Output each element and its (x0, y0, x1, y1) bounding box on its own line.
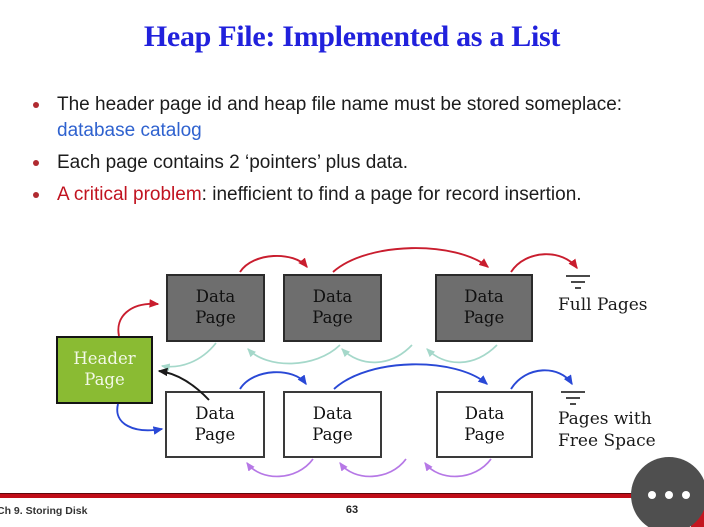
bullet-text-red: A critical problem (57, 184, 202, 205)
full-list-back-arrow-1-to-header (160, 342, 217, 372)
bullet-item-storage: The header page id and heap file name mu… (30, 92, 690, 144)
bullet-text: The header page id and heap file name mu… (57, 94, 623, 115)
data-page-label: Data Page (195, 287, 236, 327)
full-list-back-arrow-2-to-1 (247, 344, 341, 365)
slide-title: Heap File: Implemented as a List (143, 20, 561, 53)
full-data-page-box-2: Data Page (283, 274, 382, 342)
free-data-page-box-3: Data Page (436, 391, 533, 458)
bullet-text: : inefficient to find a page for record … (201, 184, 582, 205)
full-pages-label: Full Pages (558, 295, 648, 315)
full-list-arrow-2-to-3 (332, 247, 490, 273)
header-page-label: Header Page (73, 349, 136, 389)
data-page-label: Data Page (312, 287, 353, 327)
ground-symbol-free-icon (561, 391, 585, 405)
full-list-back-arrow-end-to-3 (426, 344, 498, 364)
free-pages-label: Pages with Free Space (558, 408, 656, 452)
bullet-list: The header page id and heap file name mu… (30, 92, 690, 214)
page-number: 63 (345, 504, 359, 516)
free-data-page-box-2: Data Page (283, 391, 382, 458)
more-options-button[interactable] (631, 457, 704, 527)
free-list-back-arrow-end-to-3 (424, 458, 492, 478)
free-list-arrow-3-to-ground (510, 369, 573, 390)
footer-divider (0, 493, 704, 498)
ground-symbol-full-icon (566, 275, 590, 289)
full-list-arrow-3-to-ground (510, 253, 578, 273)
free-pages-label-line2: Free Space (558, 431, 656, 451)
footer-chapter-label: Ch 9. Storing Disk (0, 505, 88, 517)
ellipsis-icon (665, 491, 673, 499)
bullet-item-pointers: Each page contains 2 ‘pointers’ plus dat… (30, 150, 690, 176)
free-data-page-box-1: Data Page (165, 391, 265, 458)
free-list-back-arrow-3-to-2 (339, 458, 407, 478)
bullet-text: Each page contains 2 ‘pointers’ plus dat… (57, 152, 409, 173)
free-list-arrow-1-to-2 (239, 371, 307, 390)
data-page-label: Data Page (194, 403, 236, 444)
data-page-label: Data Page (312, 403, 353, 444)
free-pages-label-line1: Pages with (558, 409, 652, 429)
full-list-arrow-1-to-2 (239, 255, 308, 273)
free-list-arrow-header-to-1 (116, 403, 164, 435)
data-page-label: Data Page (463, 287, 505, 327)
free-list-arrow-2-to-3 (333, 363, 489, 390)
data-page-label: Data Page (464, 403, 505, 444)
bullet-item-problem: A critical problem: inefficient to find … (30, 182, 690, 208)
ellipsis-icon (648, 491, 656, 499)
bullet-text-highlight: database catalog (57, 120, 202, 141)
free-list-back-arrow-2-to-1 (246, 458, 314, 478)
full-data-page-box-3: Data Page (435, 274, 533, 342)
full-data-page-box-1: Data Page (166, 274, 265, 342)
full-list-back-arrow-3-to-2 (341, 344, 413, 364)
full-list-arrow-header-to-1 (117, 299, 160, 337)
ellipsis-icon (682, 491, 690, 499)
header-page-box: Header Page (56, 336, 153, 404)
